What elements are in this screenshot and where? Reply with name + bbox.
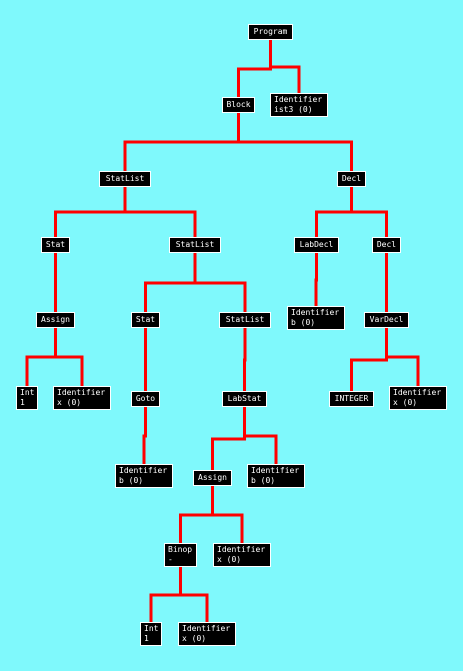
- node-labdecl: LabDecl: [294, 237, 339, 253]
- node-program: Program: [248, 24, 293, 40]
- node-label: Identifier: [274, 95, 323, 104]
- node-label: Identifier: [251, 466, 300, 475]
- node-sublabel: 1: [20, 398, 25, 407]
- edge-labstat-to-assign-2: [211, 407, 246, 470]
- edge-statlist-1-to-statlist-2: [123, 187, 197, 237]
- node-label: Identifier: [291, 308, 340, 317]
- edge-goto-to-ident-b-2: [142, 407, 147, 464]
- node-sublabel: b (0): [119, 476, 144, 485]
- node-statlist-2: StatList: [169, 237, 221, 253]
- node-decl-1: Decl: [337, 171, 366, 187]
- node-label: Stat: [135, 315, 156, 324]
- node-label: StatList: [175, 240, 215, 249]
- node-integer: INTEGER: [329, 391, 374, 407]
- node-statlist-1: StatList: [99, 171, 151, 187]
- node-vardecl: VarDecl: [364, 312, 409, 328]
- node-binop: Binop-: [164, 543, 197, 567]
- node-label: Binop: [168, 545, 193, 554]
- node-label: Identifier: [182, 624, 231, 633]
- edge-vardecl-to-ident-x-2: [385, 328, 420, 386]
- node-sublabel: ist3 (0): [274, 105, 313, 114]
- node-label: Decl: [376, 240, 397, 249]
- edge-program-to-ident-ist3: [269, 40, 301, 93]
- edge-assign-1-to-ident-x-1: [54, 328, 84, 386]
- node-sublabel: x (0): [57, 398, 82, 407]
- edge-program-to-block: [237, 40, 272, 97]
- node-label: Program: [253, 27, 288, 36]
- edge-decl-1-to-decl-2: [350, 187, 388, 237]
- node-decl-2: Decl: [372, 237, 401, 253]
- edge-decl-1-to-labdecl: [315, 187, 353, 237]
- node-sublabel: -: [168, 555, 173, 564]
- node-assign-2: Assign: [193, 470, 232, 486]
- node-label: VarDecl: [369, 315, 404, 324]
- node-label: Stat: [45, 240, 66, 249]
- node-goto: Goto: [131, 391, 160, 407]
- node-label: Identifier: [57, 388, 106, 397]
- node-label: Int: [20, 388, 35, 397]
- node-label: Goto: [135, 394, 156, 403]
- node-sublabel: b (0): [251, 476, 276, 485]
- node-label: Int: [144, 624, 159, 633]
- node-sublabel: b (0): [291, 318, 316, 327]
- node-label: LabDecl: [299, 240, 334, 249]
- node-label: INTEGER: [334, 394, 369, 403]
- edge-vardecl-to-integer: [350, 328, 388, 391]
- edge-assign-2-to-binop: [179, 486, 214, 543]
- node-label: Assign: [41, 315, 70, 324]
- edge-block-to-decl-1: [237, 113, 353, 171]
- node-block: Block: [222, 97, 255, 113]
- node-sublabel: 1: [144, 634, 149, 643]
- node-label: Identifier: [119, 466, 168, 475]
- node-label: Identifier: [217, 545, 266, 554]
- node-label: Block: [226, 100, 251, 109]
- node-label: StatList: [225, 315, 265, 324]
- node-statlist-3: StatList: [219, 312, 271, 328]
- edge-binop-to-ident-x-4: [179, 567, 209, 622]
- edge-labstat-to-ident-b-3: [243, 407, 278, 464]
- node-sublabel: x (0): [217, 555, 242, 564]
- node-label: StatList: [105, 174, 145, 183]
- edge-assign-2-to-ident-x-3: [211, 486, 244, 543]
- node-assign-1: Assign: [36, 312, 75, 328]
- edge-statlist-3-to-labstat: [243, 328, 247, 391]
- node-label: Identifier: [393, 388, 442, 397]
- node-stat-1: Stat: [41, 237, 70, 253]
- node-label: Assign: [198, 473, 227, 482]
- node-labstat: LabStat: [222, 391, 267, 407]
- edge-assign-1-to-int-1: [25, 328, 57, 386]
- node-stat-2: Stat: [131, 312, 160, 328]
- edge-block-to-statlist-1: [123, 113, 240, 171]
- node-sublabel: x (0): [393, 398, 418, 407]
- edge-statlist-1-to-stat-1: [54, 187, 127, 237]
- edge-labdecl-to-ident-b-1: [314, 253, 318, 306]
- edge-statlist-2-to-statlist-3: [193, 253, 247, 312]
- edge-binop-to-int-2: [149, 567, 182, 622]
- edge-statlist-2-to-stat-2: [144, 253, 197, 312]
- node-label: Decl: [341, 174, 362, 183]
- node-label: LabStat: [227, 394, 262, 403]
- node-sublabel: x (0): [182, 634, 207, 643]
